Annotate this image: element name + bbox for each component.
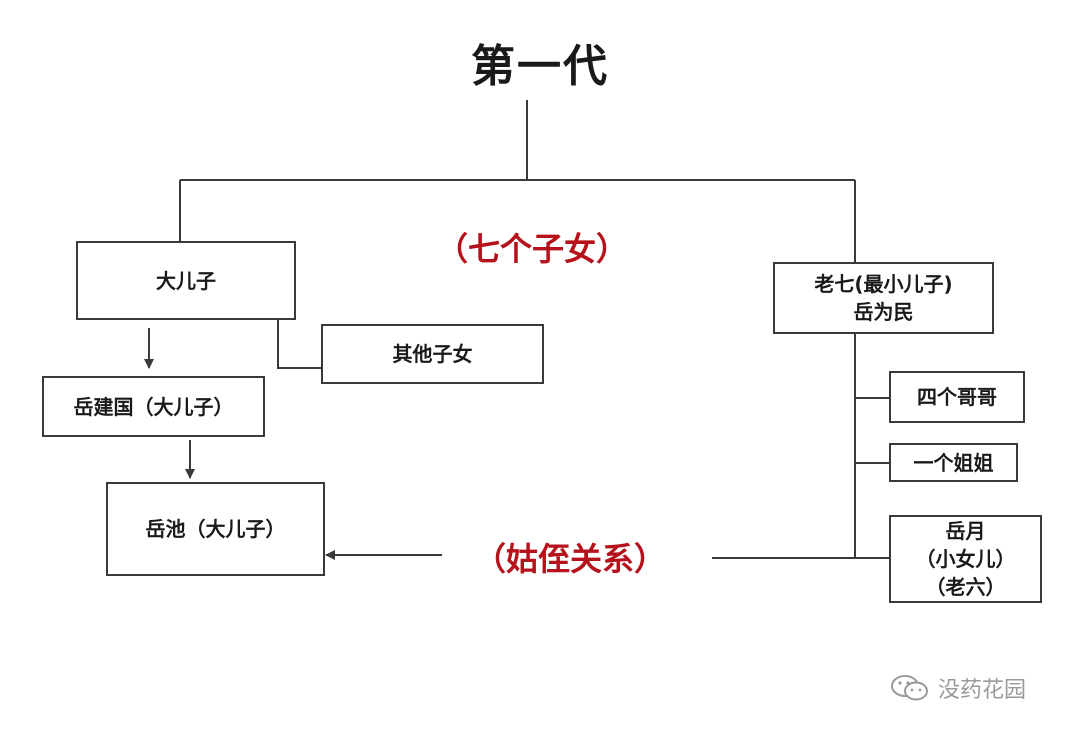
seventh-son-box: 老七(最小儿子) 岳为民 <box>773 262 994 334</box>
relation-label: （姑侄关系） <box>474 540 667 578</box>
page-title: 第一代 <box>471 41 609 92</box>
other-children-box: 其他子女 <box>321 324 544 384</box>
seventh-son-label-line1: 老七(最小儿子) <box>814 272 953 296</box>
other-children-label: 其他子女 <box>392 342 473 366</box>
wechat-icon <box>891 675 928 701</box>
four-brothers-label: 四个哥哥 <box>917 385 997 409</box>
watermark-text: 没药花园 <box>938 678 1027 703</box>
yue-yue-box: 岳月 （小女儿） （老六） <box>889 515 1042 603</box>
yue-yue-label-line1: 岳月 <box>945 519 986 543</box>
other-children-connector <box>277 318 322 369</box>
one-sister-label: 一个姐姐 <box>913 450 994 475</box>
eldest-son-box: 大儿子 <box>76 241 296 320</box>
yue-yue-label-line3: （老六） <box>925 575 1006 599</box>
seventh-son-label-line2: 岳为民 <box>853 300 914 324</box>
yue-jianguo-label: 岳建国（大儿子） <box>73 394 234 419</box>
yue-chi-box: 岳池（大儿子） <box>106 482 325 576</box>
children-count-label: （七个子女） <box>436 230 629 268</box>
one-sister-box: 一个姐姐 <box>889 443 1018 482</box>
yue-jianguo-box: 岳建国（大儿子） <box>42 376 265 437</box>
yue-yue-label-line2: （小女儿） <box>915 547 1016 571</box>
yue-chi-label: 岳池（大儿子） <box>145 517 286 541</box>
four-brothers-box: 四个哥哥 <box>889 371 1025 423</box>
eldest-son-label: 大儿子 <box>156 268 216 293</box>
watermark: 没药花园 <box>890 672 1026 704</box>
